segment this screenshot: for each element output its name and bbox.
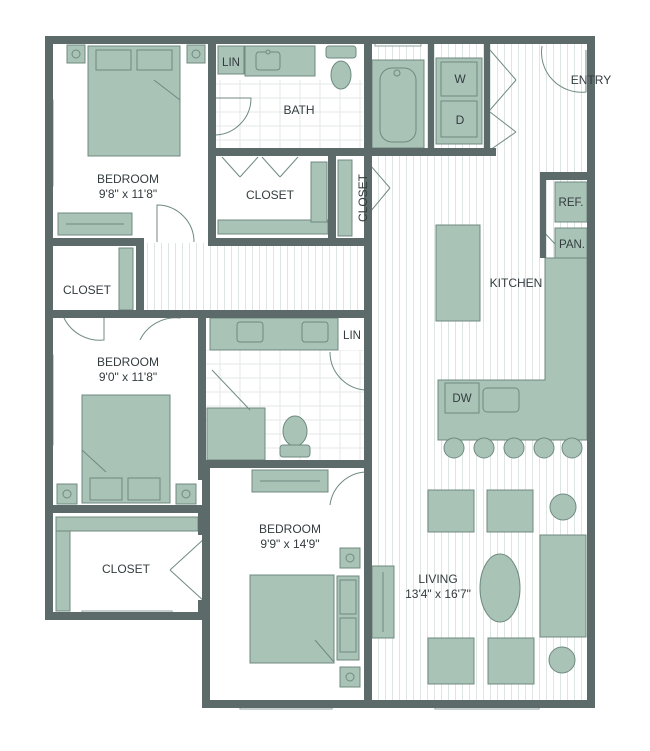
- bedroom2-dims: 9'0" x 11'8": [99, 370, 157, 384]
- bath-fixtures: [217, 45, 425, 149]
- kitchen-fixtures: [435, 181, 588, 459]
- living-dims: 13'4" x 16'7": [405, 587, 471, 601]
- closet-bath-label: CLOSET: [246, 188, 295, 202]
- bedroom1-name: BEDROOM: [97, 172, 159, 186]
- closet-bottom-label: CLOSET: [102, 562, 151, 576]
- bedroom2-furniture: [56, 317, 339, 505]
- closet-hall-label: CLOSET: [356, 173, 370, 222]
- bedroom3-name: BEDROOM: [259, 522, 321, 536]
- bedroom2-name: BEDROOM: [97, 355, 159, 369]
- kitchen-label: KITCHEN: [490, 276, 543, 290]
- entry-label: ENTRY: [571, 73, 611, 87]
- washer-label: W: [454, 72, 466, 86]
- bedroom3-furniture: [249, 469, 361, 688]
- bedroom3-dims: 9'9" x 14'9": [260, 537, 319, 551]
- dryer-label: D: [456, 113, 465, 127]
- walls: [45, 36, 595, 708]
- closet-shelves: [55, 159, 353, 612]
- living-name: LIVING: [418, 572, 457, 586]
- bath-label: BATH: [283, 103, 314, 117]
- bedroom1-furniture: [57, 44, 206, 236]
- closet-bed2-label: CLOSET: [63, 283, 112, 297]
- pantry-label: PAN.: [559, 239, 585, 251]
- lin-mid-label: LIN: [343, 330, 361, 342]
- living-furniture: [371, 489, 587, 685]
- lin-top-label: LIN: [222, 57, 240, 69]
- bedroom1-dims: 9'8" x 11'8": [99, 187, 157, 201]
- laundry-fixtures: [435, 57, 483, 145]
- ref-label: REF.: [559, 197, 584, 209]
- door-swings: [63, 45, 587, 603]
- dishwasher-label: DW: [452, 393, 471, 405]
